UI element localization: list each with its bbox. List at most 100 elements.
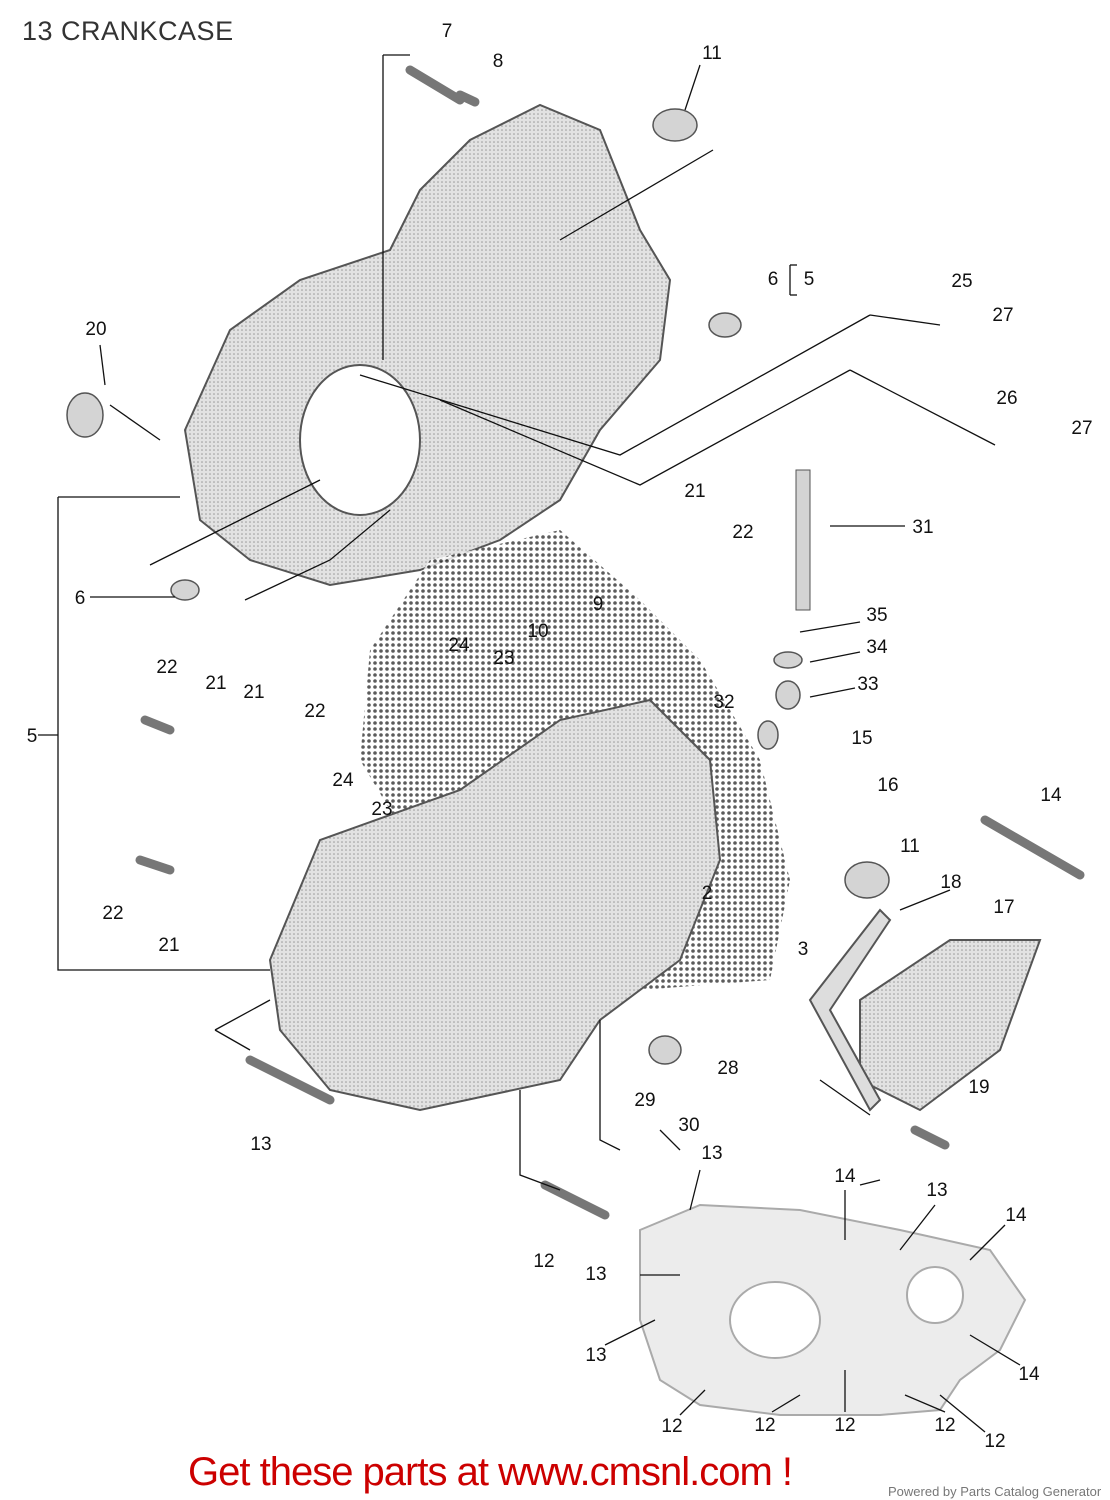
callout-5: 5 — [27, 726, 38, 747]
callout-3: 3 — [798, 939, 809, 960]
leader-line — [939, 1394, 986, 1433]
bolt — [980, 815, 1085, 880]
callout-6: 6 — [75, 588, 86, 609]
callout-7: 7 — [442, 21, 453, 42]
bearing-bore — [299, 364, 421, 516]
callout-29: 29 — [634, 1090, 655, 1111]
promo-link[interactable]: Get these parts at www.cmsnl.com ! — [188, 1450, 793, 1494]
leader-line — [57, 497, 270, 971]
callout-14: 14 — [1018, 1364, 1040, 1385]
callout-21: 21 — [684, 481, 705, 502]
leader-lines — [38, 54, 1021, 1433]
callout-21: 21 — [205, 673, 226, 694]
callout-5: 5 — [804, 269, 815, 290]
cover-17 — [859, 939, 1042, 1112]
view-bore-small — [906, 1266, 964, 1324]
leader-line — [214, 999, 271, 1031]
page-title: 13 CRANKCASE — [22, 16, 234, 46]
callout-14: 14 — [834, 1166, 856, 1187]
leader-line — [904, 1394, 946, 1413]
leader-line — [899, 889, 951, 911]
callout-23: 23 — [371, 799, 392, 820]
callout-2: 2 — [702, 883, 713, 904]
leader-line — [689, 1169, 701, 1211]
left-crankcase-half — [268, 698, 722, 1112]
bolt — [540, 1180, 610, 1220]
callout-21: 21 — [158, 935, 179, 956]
callout-13: 13 — [585, 1264, 606, 1285]
view-bore — [729, 1281, 821, 1359]
leader-line — [869, 314, 941, 326]
callout-24: 24 — [448, 635, 470, 656]
callout-13: 13 — [701, 1143, 722, 1164]
leader-line — [359, 314, 871, 456]
leader-line — [99, 344, 106, 386]
callout-11: 11 — [702, 43, 722, 64]
callout-32: 32 — [713, 692, 734, 713]
callout-12: 12 — [934, 1415, 955, 1436]
callout-16: 16 — [877, 775, 898, 796]
small-part — [773, 651, 803, 669]
callout-6: 6 — [768, 269, 779, 290]
leader-line — [679, 1389, 706, 1416]
bolt — [140, 715, 175, 735]
gasket-18 — [808, 908, 892, 1112]
bolt — [910, 1125, 950, 1150]
callout-21: 21 — [243, 682, 264, 703]
callout-11: 11 — [900, 836, 920, 857]
parts-group — [66, 65, 1085, 1416]
callout-12: 12 — [533, 1251, 554, 1272]
leader-line — [969, 1224, 1006, 1261]
callout-24: 24 — [332, 770, 354, 791]
shift-shaft-31 — [795, 469, 811, 611]
callout-23: 23 — [493, 648, 514, 669]
small-part — [775, 680, 801, 710]
small-part — [170, 579, 200, 601]
callout-18: 18 — [940, 872, 961, 893]
leader-line — [969, 1334, 1021, 1366]
bolt — [405, 65, 465, 105]
small-part — [652, 108, 698, 142]
callout-27: 27 — [1071, 418, 1092, 439]
leader-line — [559, 149, 714, 241]
leader-line — [809, 687, 856, 698]
callout-26: 26 — [996, 388, 1017, 409]
small-part — [757, 720, 779, 750]
callout-34: 34 — [866, 637, 888, 658]
leader-line — [799, 621, 861, 633]
callout-22: 22 — [102, 903, 123, 924]
leader-line — [439, 369, 851, 486]
callout-33: 33 — [857, 674, 878, 695]
callout-31: 31 — [912, 517, 933, 538]
callout-19: 19 — [968, 1077, 989, 1098]
callout-25: 25 — [951, 271, 972, 292]
callout-8: 8 — [493, 51, 504, 72]
leader-line — [819, 1079, 871, 1116]
leader-line — [659, 1129, 681, 1151]
small-part — [648, 1035, 682, 1065]
callout-20: 20 — [85, 319, 106, 340]
leader-line — [599, 1020, 621, 1151]
callout-13: 13 — [585, 1345, 606, 1366]
powered-by-text: Powered by Parts Catalog Generator — [888, 1484, 1102, 1499]
small-part — [708, 312, 742, 338]
leader-line — [149, 479, 321, 566]
bolt — [455, 90, 480, 107]
leader-line — [214, 1029, 251, 1051]
leader-line — [519, 1090, 561, 1191]
callout-28: 28 — [717, 1058, 738, 1079]
callout-13: 13 — [250, 1134, 271, 1155]
leader-line — [244, 509, 391, 601]
leader-line — [771, 1394, 801, 1413]
callout-9: 9 — [593, 594, 604, 615]
callout-12: 12 — [754, 1415, 775, 1436]
callout-12: 12 — [661, 1416, 682, 1437]
leader-line — [849, 369, 996, 446]
callout-35: 35 — [866, 605, 887, 626]
right-crankcase-half — [183, 103, 672, 587]
callout-12: 12 — [984, 1431, 1005, 1452]
leader-line — [859, 1179, 881, 1186]
leader-line — [604, 1319, 656, 1346]
callout-17: 17 — [993, 897, 1014, 918]
